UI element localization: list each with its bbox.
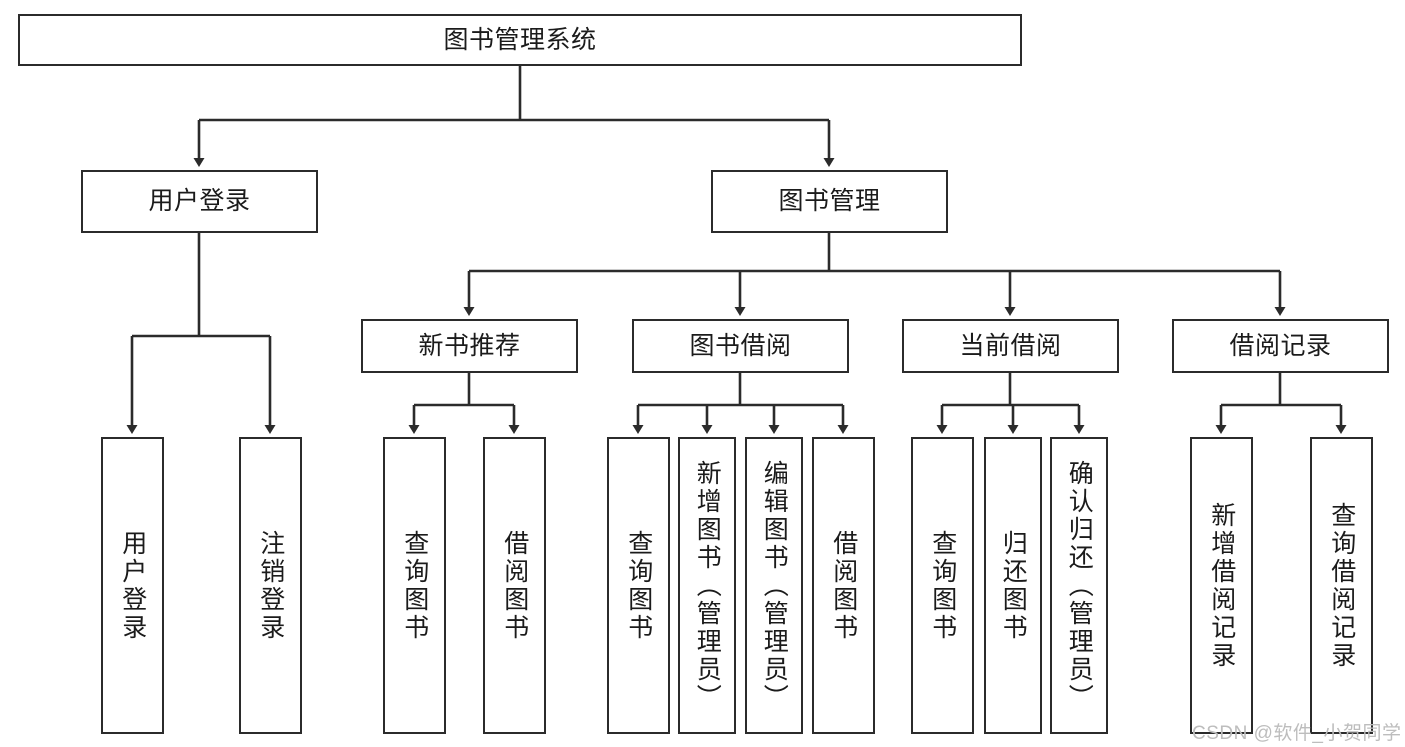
leaf-edit-book-label: 编辑图书（管理员） <box>760 459 789 712</box>
leaf-confirm-return-label: 确认归还（管理员） <box>1065 459 1094 712</box>
node-current-borrow-label: 当前借阅 <box>959 331 1062 360</box>
leaf-borrow-book-1[interactable]: 借阅图书 <box>483 437 546 734</box>
leaf-query-record-label: 查询借阅记录 <box>1327 501 1356 670</box>
node-book-borrow-label: 图书借阅 <box>689 331 792 360</box>
node-root-label: 图书管理系统 <box>443 25 597 54</box>
node-user-login-label: 用户登录 <box>148 187 251 215</box>
leaf-borrow-book-2[interactable]: 借阅图书 <box>812 437 875 734</box>
leaf-edit-book[interactable]: 编辑图书（管理员） <box>745 437 803 734</box>
leaf-confirm-return[interactable]: 确认归还（管理员） <box>1050 437 1108 734</box>
node-root[interactable]: 图书管理系统 <box>18 14 1022 66</box>
leaf-query-book-3-label: 查询图书 <box>928 529 957 642</box>
leaf-query-book-1[interactable]: 查询图书 <box>383 437 446 734</box>
leaf-add-book-label: 新增图书（管理员） <box>693 459 722 712</box>
leaf-query-record[interactable]: 查询借阅记录 <box>1310 437 1373 734</box>
node-borrow-record[interactable]: 借阅记录 <box>1172 319 1389 373</box>
leaf-logout[interactable]: 注销登录 <box>239 437 302 734</box>
leaf-return-book-label: 归还图书 <box>999 529 1028 642</box>
node-current-borrow[interactable]: 当前借阅 <box>902 319 1119 373</box>
leaf-add-book[interactable]: 新增图书（管理员） <box>678 437 736 734</box>
leaf-query-book-1-label: 查询图书 <box>400 529 429 642</box>
leaf-user-login-label: 用户登录 <box>118 529 147 642</box>
leaf-add-record-label: 新增借阅记录 <box>1207 501 1236 670</box>
node-book-manage-label: 图书管理 <box>778 187 881 215</box>
node-borrow-record-label: 借阅记录 <box>1229 331 1332 360</box>
csdn-watermark: CSDN @软件_小贺同学 <box>1192 723 1402 744</box>
node-new-book-recommend[interactable]: 新书推荐 <box>361 319 578 373</box>
leaf-borrow-book-2-label: 借阅图书 <box>829 529 858 642</box>
leaf-query-book-2[interactable]: 查询图书 <box>607 437 670 734</box>
node-book-borrow[interactable]: 图书借阅 <box>632 319 849 373</box>
leaf-user-login[interactable]: 用户登录 <box>101 437 164 734</box>
leaf-borrow-book-1-label: 借阅图书 <box>500 529 529 642</box>
leaf-query-book-2-label: 查询图书 <box>624 529 653 642</box>
leaf-return-book[interactable]: 归还图书 <box>984 437 1042 734</box>
leaf-query-book-3[interactable]: 查询图书 <box>911 437 974 734</box>
node-user-login[interactable]: 用户登录 <box>81 170 318 233</box>
leaf-logout-label: 注销登录 <box>256 529 285 642</box>
node-book-manage[interactable]: 图书管理 <box>711 170 948 233</box>
node-new-book-recommend-label: 新书推荐 <box>418 331 521 360</box>
leaf-add-record[interactable]: 新增借阅记录 <box>1190 437 1253 734</box>
